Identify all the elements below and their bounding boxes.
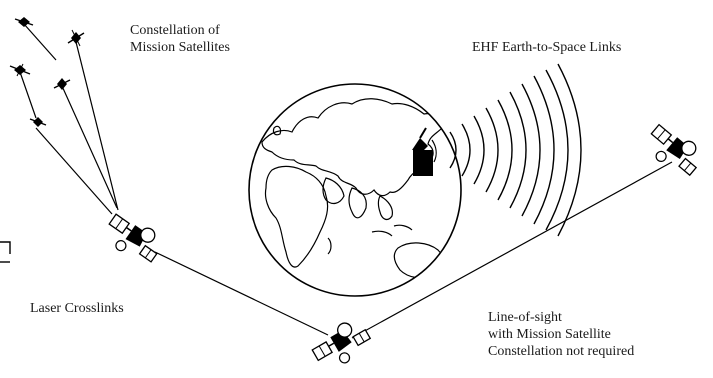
line-of-sight-label: Line-of-sight with Mission Satellite Con… <box>488 309 634 360</box>
relay-satellite-icon <box>650 123 698 177</box>
constellation-label-line-1: Constellation of <box>130 23 220 38</box>
radio-wave-icon <box>449 63 582 237</box>
line-of-sight-label-line-3: Constellation not required <box>488 344 635 359</box>
mission-satellite-icon <box>14 17 34 27</box>
ground-terminal-icon <box>412 127 433 176</box>
mission-satellite-icon <box>29 117 47 127</box>
laser-crosslinks-label: Laser Crosslinks <box>30 301 124 316</box>
earth-globe-icon <box>248 83 462 297</box>
line-of-sight-label-line-1: Line-of-sight <box>488 310 562 325</box>
relay-satellite-icon <box>108 213 158 263</box>
laser-crosslink-lines <box>154 161 673 339</box>
line-of-sight-label-line-2: with Mission Satellite <box>488 327 611 342</box>
mission-satellite-icon <box>9 63 31 77</box>
mission-satellite-icon <box>53 78 71 90</box>
constellation-label-line-2: Mission Satellites <box>130 40 230 55</box>
relay-satellite-icon <box>311 322 372 364</box>
ehf-links-label: EHF Earth-to-Space Links <box>472 40 622 55</box>
mission-satellite-icon <box>67 29 85 47</box>
constellation-label: Constellation of Mission Satellites <box>130 22 230 56</box>
mission-to-relay-links <box>19 23 119 215</box>
edge-mark <box>0 241 11 263</box>
